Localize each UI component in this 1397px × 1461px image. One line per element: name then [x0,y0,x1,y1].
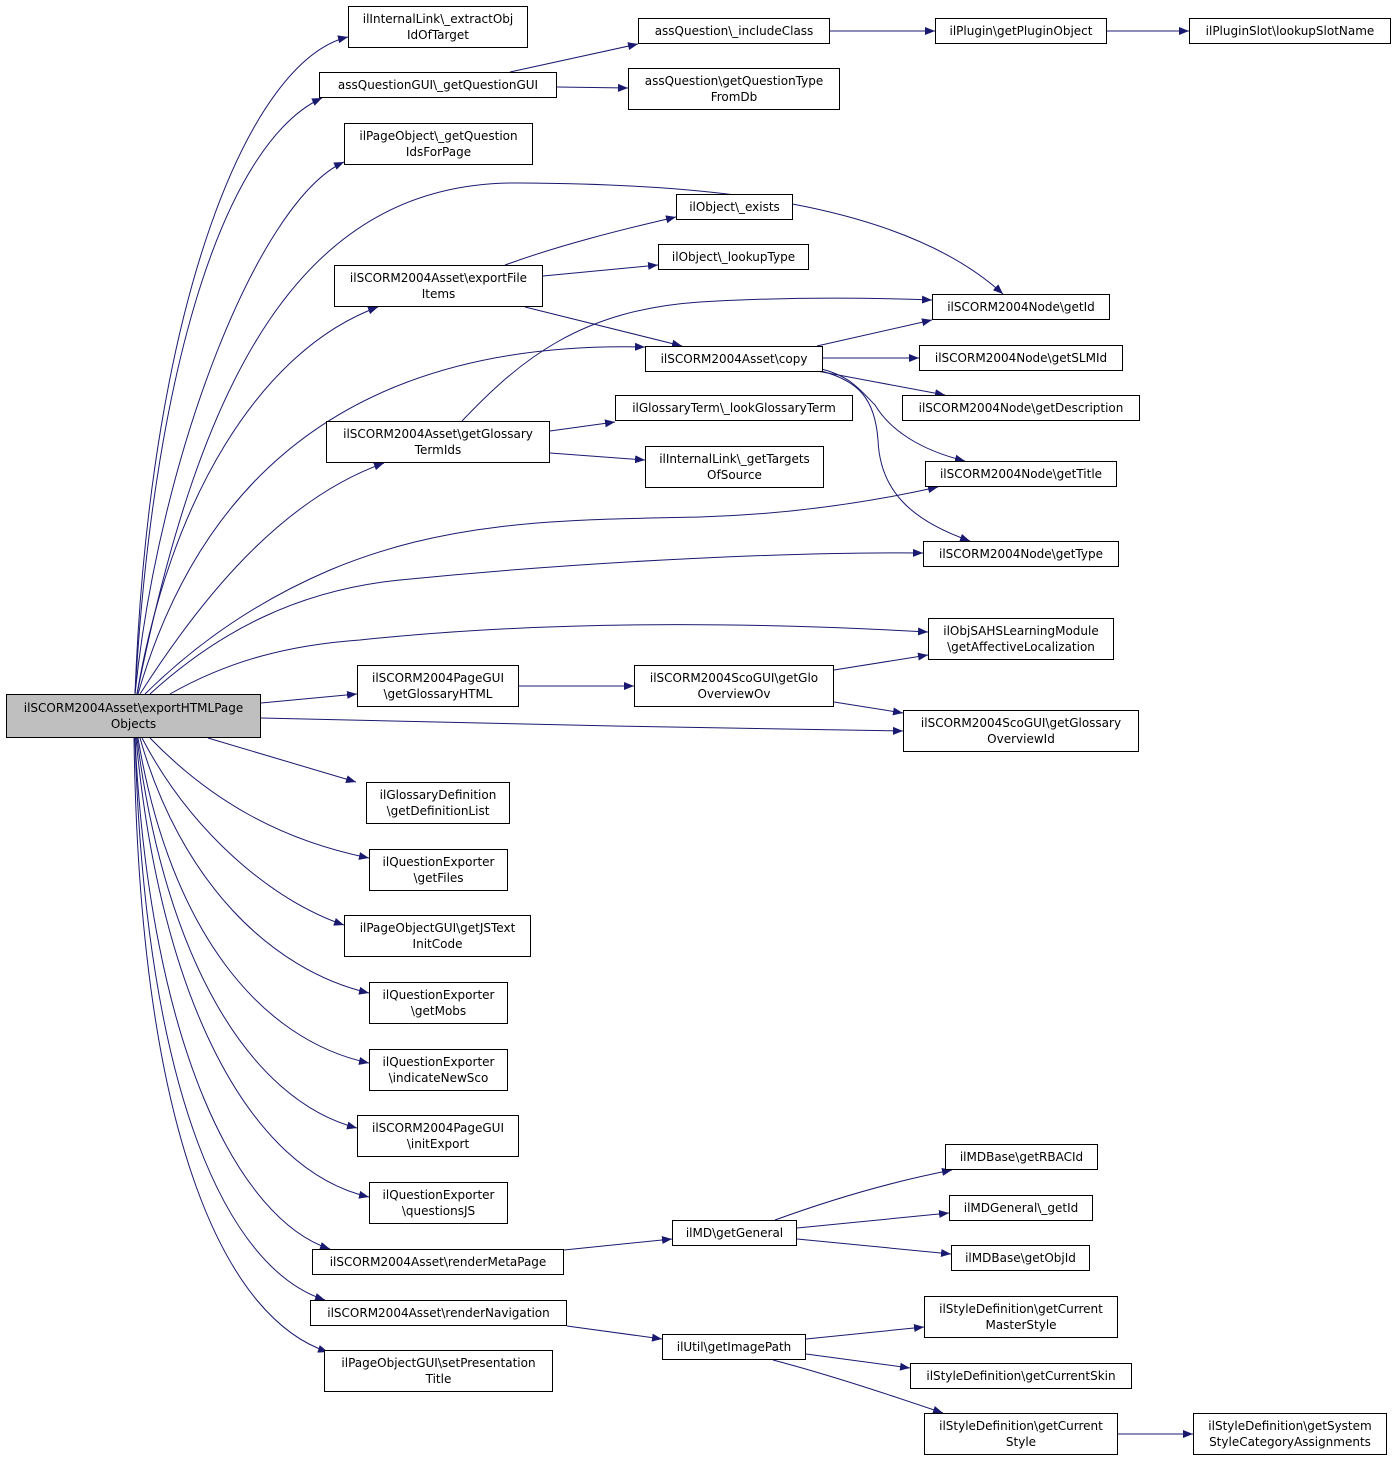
edge-getGloOverviewOv-to-affectiveLocalization [833,652,929,671]
node-assetCopy[interactable]: ilSCORM2004Asset\copy [645,346,823,372]
node-getQuestionGUI[interactable]: assQuestionGUI\_getQuestionGUI [319,72,557,98]
edge-root-to-affectiveLocalization [169,624,929,695]
edge-root-to-indicateNewSco [137,737,370,1065]
edge-root-to-renderMetaPage [134,737,331,1250]
node-includeClass[interactable]: assQuestion\_includeClass [638,18,830,44]
edge-getGloOverviewOv-to-glossaryOverviewId [833,701,904,716]
node-questionsJS[interactable]: ilQuestionExporter\questionsJS [369,1182,508,1224]
node-getPluginObject[interactable]: ilPlugin\getPluginObject [935,18,1107,44]
edge-root-to-questionsJS [135,737,370,1199]
edge-getQuestionGUI-to-includeClass [509,42,639,73]
edge-mdGetGeneral-to-getRBACId [774,1167,953,1221]
node-initExport[interactable]: ilSCORM2004PageGUI\initExport [357,1115,519,1157]
node-lookGlossaryTerm[interactable]: ilGlossaryTerm\_lookGlossaryTerm [615,395,853,421]
node-objExists[interactable]: ilObject\_exists [676,194,793,220]
edge-mdGetGeneral-to-getObjId [796,1238,952,1258]
edge-exportFileItems-to-objExists [504,215,677,266]
edge-getGlossaryTermIds-to-lookGlossaryTerm [549,419,616,432]
edge-assetCopy-to-nodeGetId [816,318,933,347]
edge-root-to-assetCopy [137,342,646,695]
node-indicateNewSco[interactable]: ilQuestionExporter\indicateNewSco [369,1049,508,1091]
edge-getGlossaryTermIds-to-getTargetsOfSource [549,452,646,464]
node-getSLMId[interactable]: ilSCORM2004Node\getSLMId [919,345,1123,371]
edge-root-to-getJSTextInitCode [141,737,345,926]
edge-root-to-nodeGetId [136,182,1004,695]
edge-assetCopy-to-getDescription [816,370,946,398]
node-getRBACId[interactable]: ilMDBase\getRBACId [945,1144,1098,1170]
edge-root-to-nodeGetType [149,548,924,695]
node-currentSkin[interactable]: ilStyleDefinition\getCurrentSkin [910,1363,1132,1389]
edge-root-to-getQuestionIds [134,161,345,695]
edge-root-to-getGlossaryTermIds [139,462,385,695]
edge-root-to-getMobs [139,737,370,995]
node-nodeGetTitle[interactable]: ilSCORM2004Node\getTitle [925,461,1117,487]
edge-exportFileItems-to-lookupType [542,261,659,277]
node-renderMetaPage[interactable]: ilSCORM2004Asset\renderMetaPage [312,1249,564,1275]
edge-exportFileItems-to-assetCopy [524,306,683,348]
edge-getQuestionGUI-to-getQuestionType [556,83,629,92]
edge-getImagePath-to-currentSkin [805,1353,911,1371]
edge-root-to-getGlossaryHTML [260,690,358,704]
node-getMobs[interactable]: ilQuestionExporter\getMobs [369,982,508,1024]
edge-mdGetGeneral-to-mdGeneralGetId [796,1210,950,1229]
edge-root-to-setPresentationTitle [133,737,329,1353]
node-getObjId[interactable]: ilMDBase\getObjId [951,1245,1090,1271]
node-affectiveLocalization[interactable]: ilObjSAHSLearningModule\getAffectiveLoca… [928,618,1114,660]
edge-root-to-glossaryOverviewId [260,717,904,735]
edge-assetCopy-to-nodeGetType [816,369,971,542]
node-getImagePath[interactable]: ilUtil\getImagePath [662,1334,806,1360]
node-getGlossaryHTML[interactable]: ilSCORM2004PageGUI\getGlossaryHTML [357,665,519,707]
node-lookupSlotName[interactable]: ilPluginSlot\lookupSlotName [1189,18,1391,44]
node-getDescription[interactable]: ilSCORM2004Node\getDescription [902,395,1140,421]
node-getFiles[interactable]: ilQuestionExporter\getFiles [369,849,508,891]
node-renderNavigation[interactable]: ilSCORM2004Asset\renderNavigation [310,1300,567,1326]
edge-root-to-exportFileItems [136,306,379,695]
edge-root-to-extractObjId [134,35,349,695]
edge-getGlossaryTermIds-to-nodeGetId [461,295,933,422]
node-getDefinitionList[interactable]: ilGlossaryDefinition\getDefinitionList [366,782,510,824]
edge-renderMetaPage-to-mdGetGeneral [563,1236,673,1251]
node-nodeGetId[interactable]: ilSCORM2004Node\getId [932,294,1110,320]
node-mdGetGeneral[interactable]: ilMD\getGeneral [672,1220,797,1246]
edge-renderNavigation-to-getImagePath [566,1325,663,1342]
edge-root-to-getDefinitionList [207,737,357,783]
node-mdGeneralGetId[interactable]: ilMDGeneral\_getId [949,1195,1093,1221]
edge-root-to-renderNavigation [134,737,326,1301]
edge-getImagePath-to-currentMasterStyle [805,1324,925,1340]
edge-root-to-nodeGetTitle [144,485,939,695]
edge-root-to-getFiles [149,737,370,860]
edge-assetCopy-to-nodeGetTitle [816,367,966,463]
edge-root-to-initExport [136,737,358,1130]
edge-root-to-getQuestionGUI [134,97,323,695]
edge-getImagePath-to-currentStyle [772,1359,944,1414]
node-lookupType[interactable]: ilObject\_lookupType [658,244,809,270]
node-nodeGetType[interactable]: ilSCORM2004Node\getType [923,541,1119,567]
